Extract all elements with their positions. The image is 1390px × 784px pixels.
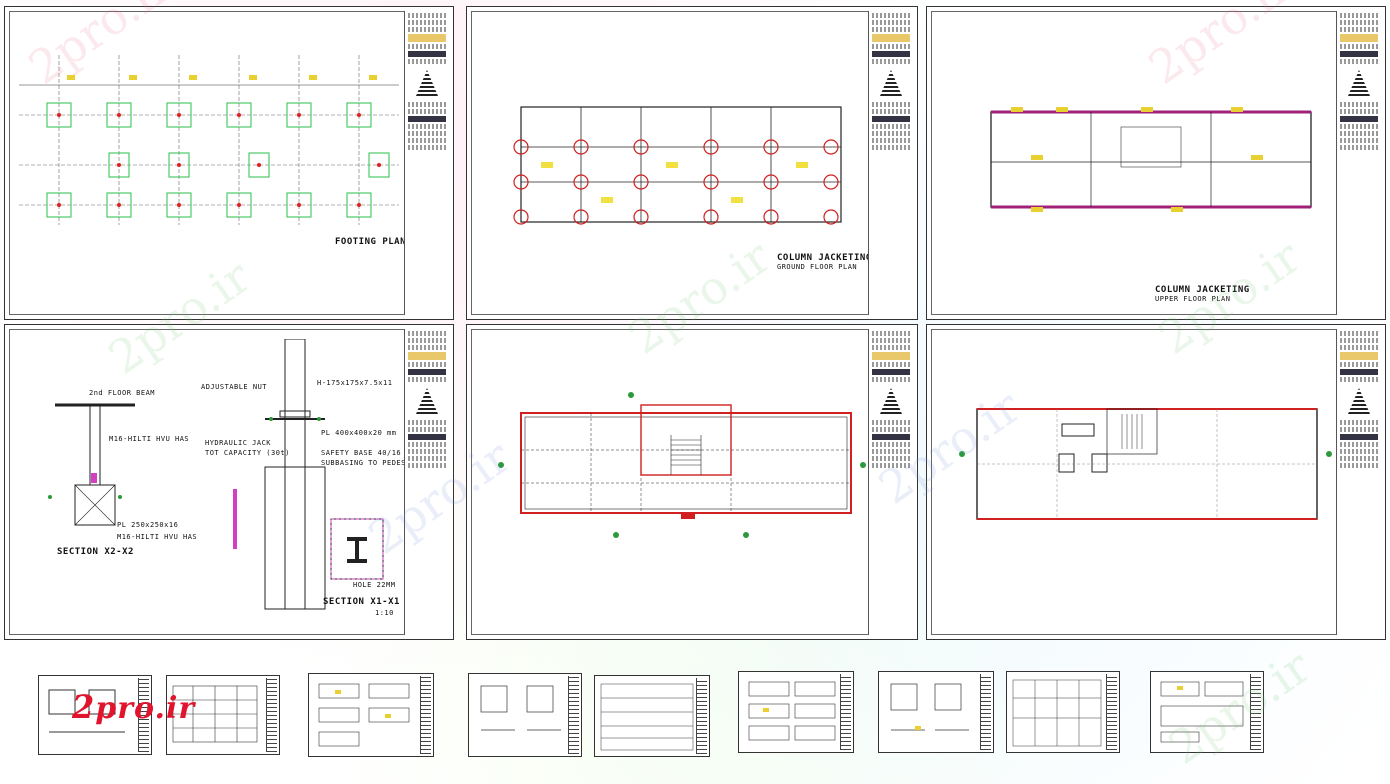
site-logo: 2pro.ir	[72, 688, 196, 726]
thumbnail-title-block	[138, 678, 149, 752]
title-block	[868, 11, 913, 315]
capacity-label: TOT CAPACITY (30t)	[205, 449, 290, 457]
thumbnail-drawing	[748, 681, 836, 741]
column-jacketing-title: COLUMN JACKETING	[777, 253, 872, 263]
adjustable-nut-label: ADJUSTABLE NUT	[201, 383, 268, 391]
hole-label: HOLE 22MM	[353, 581, 396, 589]
safety-base-label: SAFETY BASE 40/16	[321, 449, 402, 457]
thumbnail-title-block	[420, 676, 431, 754]
title-block	[1336, 11, 1381, 315]
thumbnail-drawing	[890, 683, 969, 731]
thumbnail-drawing	[48, 689, 125, 733]
ground-floor-plan-drawing	[513, 106, 842, 225]
thumbnail-drawing	[172, 685, 258, 743]
upper-floor-plan-subtitle: UPPER FLOOR PLAN	[1155, 295, 1231, 303]
thumbnail-sheet-3[interactable]	[308, 673, 434, 757]
subbasing-label: SUBBASING TO PEDESTAL	[321, 459, 421, 467]
plate-label: PL 250x250x16	[117, 521, 179, 529]
thumbnail-drawing	[480, 685, 561, 731]
thumbnail-drawing	[1160, 681, 1244, 743]
anchor-label-2: M16-HILTI HVU HAS	[117, 533, 198, 541]
title-block	[404, 329, 449, 635]
thumbnail-title-block	[980, 674, 991, 750]
ground-floor-plan-subtitle: GROUND FLOOR PLAN	[777, 263, 858, 271]
ground-floor-architectural-drawing	[498, 392, 866, 538]
sheet-section-details[interactable]: 2nd FLOOR BEAM M16-HILTI HVU HAS PL 250x…	[4, 324, 454, 640]
sheet-ground-floor-plan[interactable]	[466, 324, 918, 640]
upper-column-jacketing-title: COLUMN JACKETING	[1155, 285, 1250, 295]
section-x2-drawing	[48, 403, 135, 526]
title-block	[868, 329, 913, 635]
sheet-column-jacketing-upper[interactable]: COLUMN JACKETING UPPER FLOOR PLAN	[926, 6, 1386, 320]
title-block	[404, 11, 449, 315]
footing-plan-title: FOOTING PLAN	[335, 237, 407, 247]
thumbnail-sheet-5[interactable]	[594, 675, 710, 757]
section-x2-title: SECTION X2-X2	[57, 547, 134, 557]
plate-side-label: PL 400x400x20 mm	[321, 429, 397, 437]
thumbnail-title-block	[266, 678, 277, 752]
thumbnail-sheet-1[interactable]	[38, 675, 152, 755]
thumbnail-drawing	[1012, 679, 1102, 747]
thumbnail-drawing	[600, 683, 694, 751]
thumbnail-title-block	[1106, 674, 1117, 750]
section-x1-scale: 1:10	[375, 609, 394, 617]
upper-floor-architectural-drawing	[959, 408, 1332, 520]
sheet-upper-floor-plan[interactable]	[926, 324, 1386, 640]
upper-floor-plan-drawing	[990, 107, 1312, 212]
thumbnail-sheet-8[interactable]	[1006, 671, 1120, 753]
section-x1-title: SECTION X1-X1	[323, 597, 400, 607]
thumbnail-title-block	[568, 676, 579, 754]
footing-plan-drawing	[19, 55, 399, 225]
floor-beam-label: 2nd FLOOR BEAM	[89, 389, 156, 397]
sheet-footing-plan[interactable]: FOOTING PLAN	[4, 6, 454, 320]
thumbnail-title-block	[1250, 674, 1261, 750]
thumbnail-sheet-9[interactable]	[1150, 671, 1264, 753]
thumbnail-sheet-6[interactable]	[738, 671, 854, 753]
thumbnail-sheet-7[interactable]	[878, 671, 994, 753]
anchor-label-1: M16-HILTI HVU HAS	[109, 435, 190, 443]
thumbnail-title-block	[696, 678, 707, 754]
hydraulic-jack-label: HYDRAULIC JACK	[205, 439, 272, 447]
thumbnail-title-block	[840, 674, 851, 750]
section-x1-drawing	[233, 339, 384, 610]
hdr-section-label: H-175x175x7.5x11	[317, 379, 393, 387]
title-block	[1336, 329, 1381, 635]
thumbnail-drawing	[318, 683, 410, 747]
thumbnail-sheet-4[interactable]	[468, 673, 582, 757]
sheet-column-jacketing-ground[interactable]: COLUMN JACKETING GROUND FLOOR PLAN	[466, 6, 918, 320]
thumbnail-sheet-2[interactable]	[166, 675, 280, 755]
